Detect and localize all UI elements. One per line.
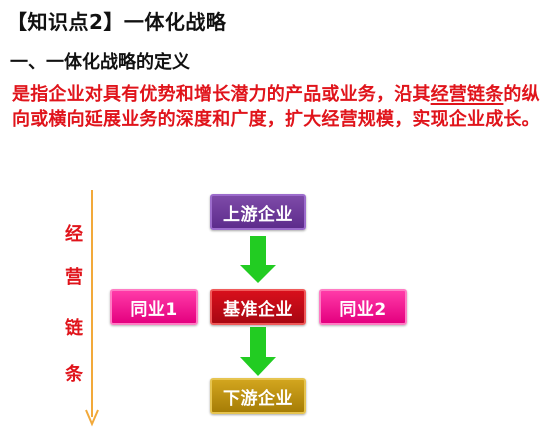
section-heading: 一、一体化战略的定义 bbox=[10, 52, 190, 73]
peer-1-box: 同业1 bbox=[110, 289, 198, 325]
core-enterprise-box: 基准企业 bbox=[210, 289, 306, 325]
peer-2-box: 同业2 bbox=[319, 289, 407, 325]
definition-highlight: 经营链条 bbox=[430, 84, 504, 105]
chain-label-char-3: 链 bbox=[65, 318, 83, 339]
definition-part-1: 是指企业对具有优势和增长潜力的产品或业务，沿其 bbox=[12, 84, 431, 105]
arrow-core-to-downstream bbox=[240, 327, 276, 376]
definition-part-2: 的纵向或横向延展业务的深度和广度，扩大经营规模，实现企业成长。 bbox=[12, 84, 540, 130]
chain-label-char-2: 营 bbox=[65, 267, 83, 288]
chain-axis-arrowhead bbox=[85, 409, 99, 427]
chain-label-char-1: 经 bbox=[65, 224, 83, 245]
page-title: 【知识点2】一体化战略 bbox=[7, 10, 227, 34]
arrow-upstream-to-core bbox=[240, 236, 276, 283]
definition-text: 是指企业对具有优势和增长潜力的产品或业务，沿其经营链条的纵向或横向延展业务的深度… bbox=[12, 82, 548, 132]
upstream-enterprise-box: 上游企业 bbox=[210, 194, 306, 230]
downstream-enterprise-box: 下游企业 bbox=[210, 378, 306, 414]
chain-label-char-4: 条 bbox=[65, 364, 83, 385]
